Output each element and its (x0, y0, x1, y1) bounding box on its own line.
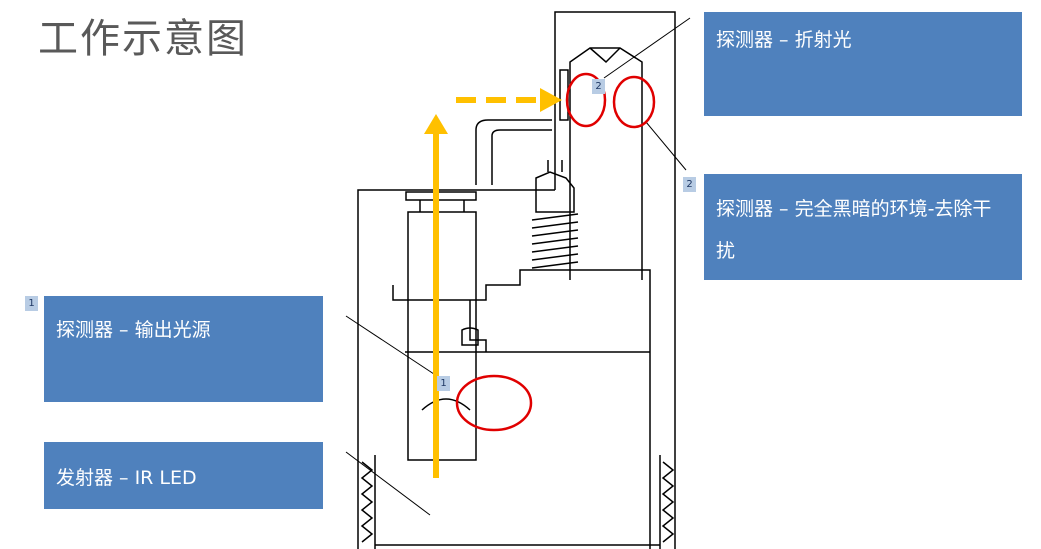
emitter-neck (419, 200, 465, 212)
light-path-arrows (424, 88, 562, 478)
housing-inner (374, 455, 661, 549)
callout-output-text: 探测器 – 输出光源 (56, 319, 211, 341)
leader-lines (345, 17, 691, 516)
spring-coils (531, 213, 579, 269)
page-title: 工作示意图 (38, 16, 248, 62)
detector-column (569, 88, 643, 280)
leader-output (345, 315, 441, 379)
highlight-dark (612, 75, 656, 129)
highlight-refract (565, 72, 607, 128)
tag-output-box: 1 (25, 296, 38, 311)
sensor-housing-drawing (357, 11, 676, 549)
callout-emitter-text: 发射器 – IR LED (56, 467, 197, 489)
spring-stem (547, 160, 563, 172)
housing-outer (357, 11, 676, 549)
emitter-top-flange (405, 191, 477, 201)
upward-arrow-head (424, 114, 448, 134)
housing-shoulder (392, 269, 651, 549)
leader-refract (603, 17, 691, 79)
tag-output-marker: 1 (437, 376, 450, 391)
emitter-lens (421, 398, 471, 411)
detector-tip-line (589, 47, 621, 64)
light-pipe (475, 119, 552, 185)
spring-cap (535, 171, 575, 213)
highlight-circles (455, 72, 656, 432)
chamber-notch (461, 327, 479, 346)
tag-dark-box: 2 (683, 177, 696, 192)
detector-window (559, 69, 569, 121)
highlight-output (455, 374, 533, 432)
callout-detector-output-light: 探测器 – 输出光源 (44, 296, 323, 402)
callout-dark-text: 探测器 – 完全黑暗的环境-去除干扰 (716, 198, 992, 262)
emitter-tube (407, 211, 477, 461)
leader-emitter (345, 451, 431, 516)
callout-detector-refracted-light: 探测器 – 折射光 (704, 12, 1022, 116)
leader-dark (645, 121, 687, 171)
callout-refract-text: 探测器 – 折射光 (716, 29, 852, 51)
callout-detector-dark-environment: 探测器 – 完全黑暗的环境-去除干扰 (704, 174, 1022, 280)
dashed-arrow-head (540, 88, 562, 112)
callout-emitter-ir-led: 发射器 – IR LED (44, 442, 323, 509)
detector-tip (569, 47, 643, 88)
tag-refract-marker: 2 (592, 79, 605, 94)
thread-left (360, 461, 374, 543)
thread-right (661, 461, 675, 543)
